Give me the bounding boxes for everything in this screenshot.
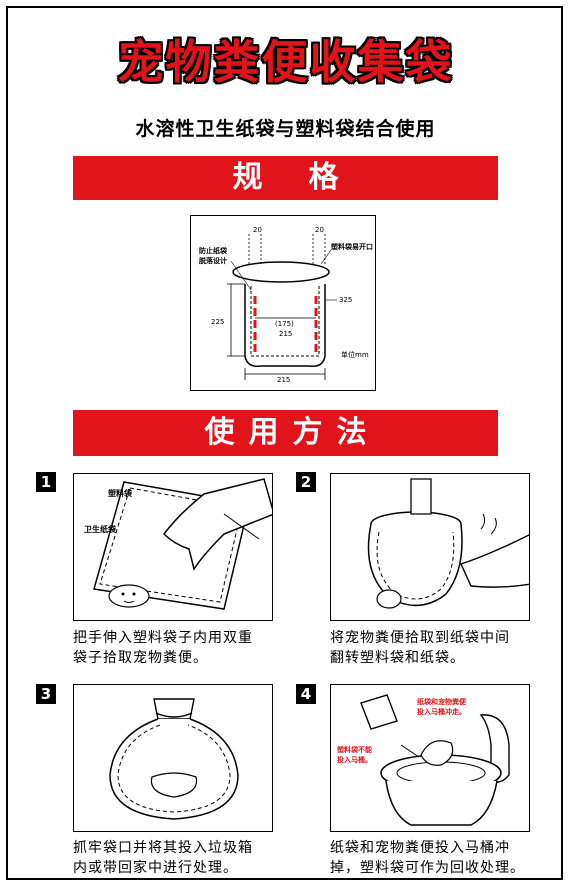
bag-diagram-graphic <box>227 234 337 380</box>
step-number-2: 2 <box>296 472 316 492</box>
label-plastic-bag: 塑料袋 <box>108 489 132 498</box>
page-border <box>6 6 563 880</box>
dim-top-left: 20 <box>253 226 262 234</box>
step-caption-1-line1: 把手伸入塑料袋子内用双重 <box>73 630 253 646</box>
step-number-1: 1 <box>36 472 56 492</box>
step-caption-3-line2: 内或带回家中进行处理。 <box>73 860 238 876</box>
step-caption-4: 纸袋和宠物粪便投入马桶冲 掉，塑料袋可作为回收处理。 <box>330 838 552 878</box>
step-caption-4-line2: 掉，塑料袋可作为回收处理。 <box>330 860 525 876</box>
page-subtitle: 水溶性卫生纸袋与塑料袋结合使用 <box>135 118 436 140</box>
dim-height: 225 <box>211 318 225 326</box>
label-no-flush: 塑料袋不能 投入马桶。 <box>337 746 372 764</box>
spec-diagram: 20 20 防止纸袋 脱落设计 塑料袋易开口 325 225 (175) 215… <box>190 215 376 391</box>
dim-bottom-width: 215 <box>277 376 291 384</box>
step-illustration-4: 纸袋和宠物粪便 投入马桶冲走。 塑料袋不能 投入马桶。 <box>330 684 530 832</box>
step-caption-2-line2: 翻转塑料袋和纸袋。 <box>330 650 465 666</box>
step-caption-2-line1: 将宠物粪便拾取到纸袋中间 <box>330 630 510 646</box>
dim-top-right: 20 <box>315 226 324 234</box>
dim-outer-height: 325 <box>339 296 353 304</box>
dim-inner: (175) <box>275 320 294 328</box>
label-paper-bag: 卫生纸袋 <box>84 525 116 534</box>
step-caption-3-line1: 抓牢袋口并将其投入垃圾箱 <box>73 840 253 856</box>
step-caption-4-line1: 纸袋和宠物粪便投入马桶冲 <box>330 840 510 856</box>
step-caption-1-line2: 袋子拾取宠物粪便。 <box>73 650 208 666</box>
step-illustration-1: 塑料袋 卫生纸袋 <box>73 473 273 621</box>
step-caption-2: 将宠物粪便拾取到纸袋中间 翻转塑料袋和纸袋。 <box>330 628 552 668</box>
spec-heading: 规格 <box>73 156 498 200</box>
label-flush: 纸袋和宠物粪便 投入马桶冲走。 <box>417 698 466 716</box>
page-title: 宠物粪便收集袋 <box>117 35 454 89</box>
usage-heading: 使用方法 <box>73 410 498 456</box>
step-caption-3: 抓牢袋口并将其投入垃圾箱 内或带回家中进行处理。 <box>73 838 295 878</box>
step-illustration-3 <box>73 684 273 832</box>
unit-label: 单位mm <box>341 351 369 359</box>
label-easy-open: 塑料袋易开口 <box>331 243 373 251</box>
step-illustration-2 <box>330 473 530 621</box>
step-caption-1: 把手伸入塑料袋子内用双重 袋子拾取宠物粪便。 <box>73 628 295 668</box>
step-number-3: 3 <box>36 684 56 704</box>
dim-inner-width: 215 <box>279 330 293 338</box>
step-number-4: 4 <box>296 684 316 704</box>
label-tear-design: 防止纸袋 脱落设计 <box>199 247 227 265</box>
